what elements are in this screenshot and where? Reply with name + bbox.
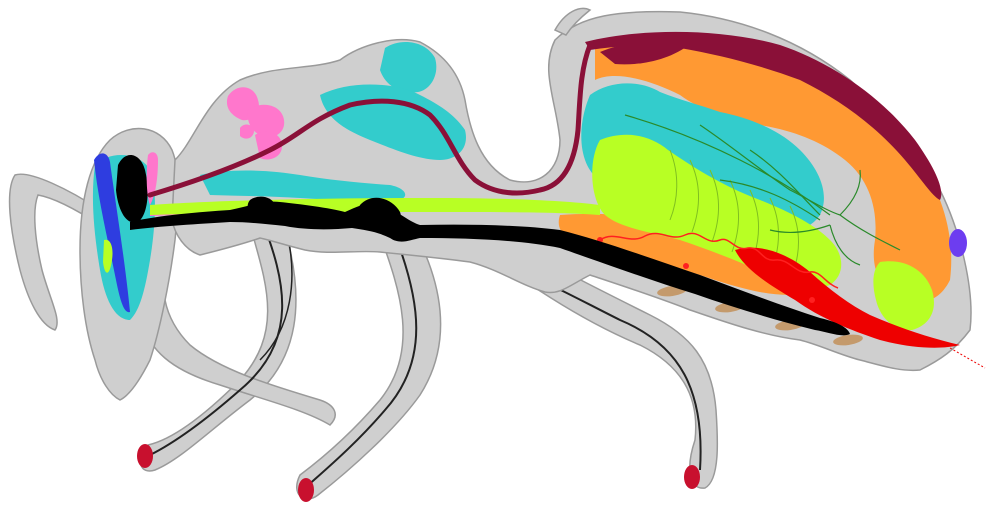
leg-middle (297, 232, 441, 499)
gonad-3 (809, 297, 815, 303)
foot-middle (298, 478, 314, 502)
foot-front (137, 444, 153, 468)
ovary-spot (949, 229, 967, 257)
foot-hind (684, 465, 700, 489)
sting (950, 348, 985, 368)
gonad-2 (683, 263, 689, 269)
